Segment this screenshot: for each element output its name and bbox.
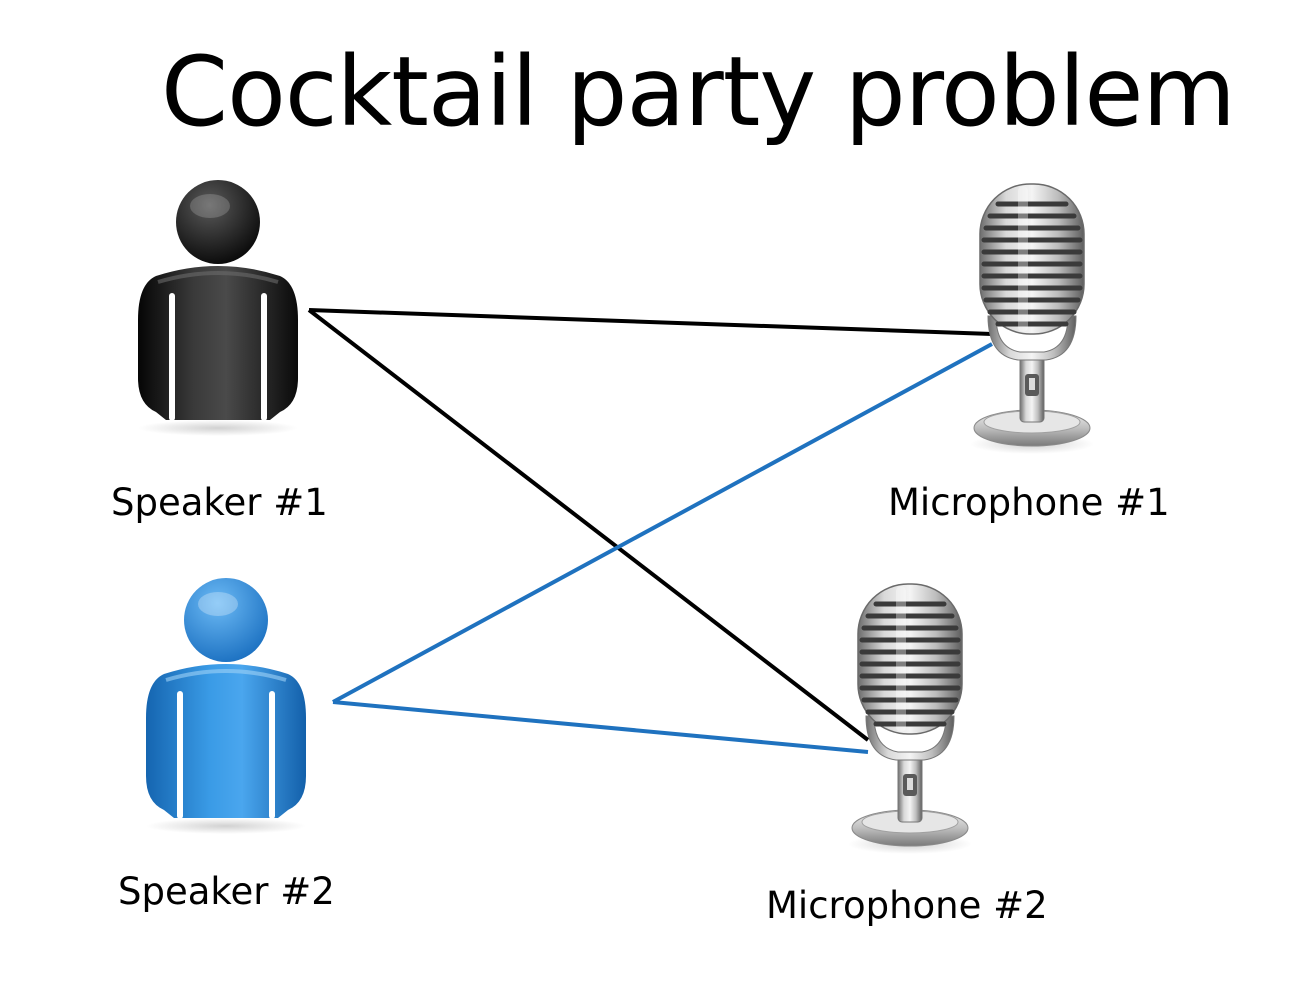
connection-speaker2-mic1 (332, 342, 993, 704)
speaker-2-label: Speaker #2 (118, 870, 335, 913)
slide-title: Cocktail party problem (161, 36, 1236, 148)
connection-speaker2-mic2 (332, 700, 869, 754)
connection-speaker1-mic2 (307, 308, 870, 742)
microphone-2-label: Microphone #2 (766, 884, 1048, 927)
person-icon-speaker-1 (138, 180, 298, 436)
speaker-1-label: Speaker #1 (111, 481, 328, 524)
microphone-1-label: Microphone #1 (888, 481, 1170, 524)
connection-speaker1-mic1 (308, 308, 993, 336)
person-icon-speaker-2 (146, 578, 306, 834)
microphone-icon-1 (970, 184, 1094, 454)
microphone-icon-2 (848, 584, 972, 854)
